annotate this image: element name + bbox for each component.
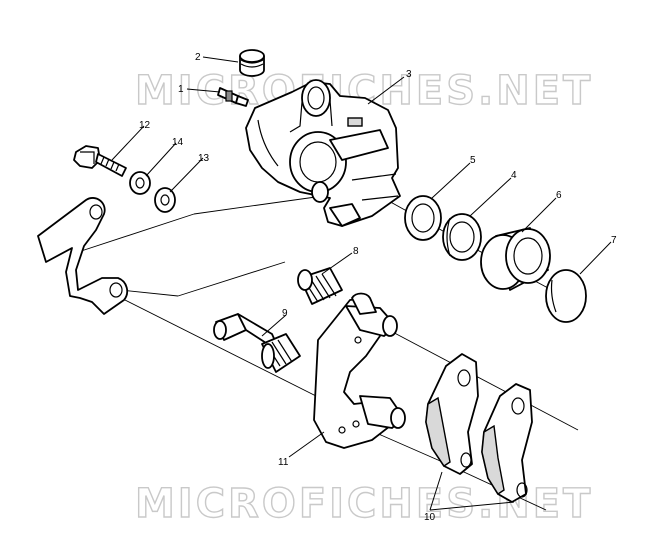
- callout-7: 7: [611, 235, 617, 246]
- bleeder-screw: [217, 87, 249, 107]
- callout-leaders: [111, 56, 612, 511]
- spring: [297, 267, 343, 305]
- piston-seal: [404, 195, 442, 241]
- callout-8: 8: [353, 246, 359, 257]
- dust-boot: [442, 213, 482, 261]
- callout-13: 13: [198, 153, 210, 164]
- brake-pad-front: [425, 353, 479, 475]
- callout-1: 1: [178, 84, 184, 95]
- flat-washer: [154, 187, 176, 213]
- callout-9: 9: [282, 308, 288, 319]
- mounting-bolt: [73, 145, 127, 177]
- piston-cap: [545, 269, 587, 323]
- callout-12: 12: [139, 120, 151, 131]
- watermark-top: MICROFICHES.NET: [135, 68, 593, 114]
- callout-6: 6: [556, 190, 562, 201]
- callout-4: 4: [511, 170, 517, 181]
- callout-10: 10: [424, 512, 436, 523]
- lock-washer: [129, 171, 151, 195]
- callout-numbers: 2 1 3 12 14 13 5 4 6 7 8 9 11 10: [139, 52, 617, 523]
- carrier-bracket: [313, 292, 406, 449]
- mounting-arm: [37, 197, 129, 315]
- bleeder-cap: [239, 49, 265, 77]
- callout-2: 2: [195, 52, 201, 63]
- callout-14: 14: [172, 137, 184, 148]
- slide-pin: [213, 313, 301, 373]
- brake-pad-rear: [481, 383, 533, 503]
- caliper-body: [245, 79, 401, 227]
- piston: [480, 227, 551, 291]
- callout-11: 11: [278, 457, 289, 468]
- callout-5: 5: [470, 155, 476, 166]
- callout-3: 3: [406, 69, 412, 80]
